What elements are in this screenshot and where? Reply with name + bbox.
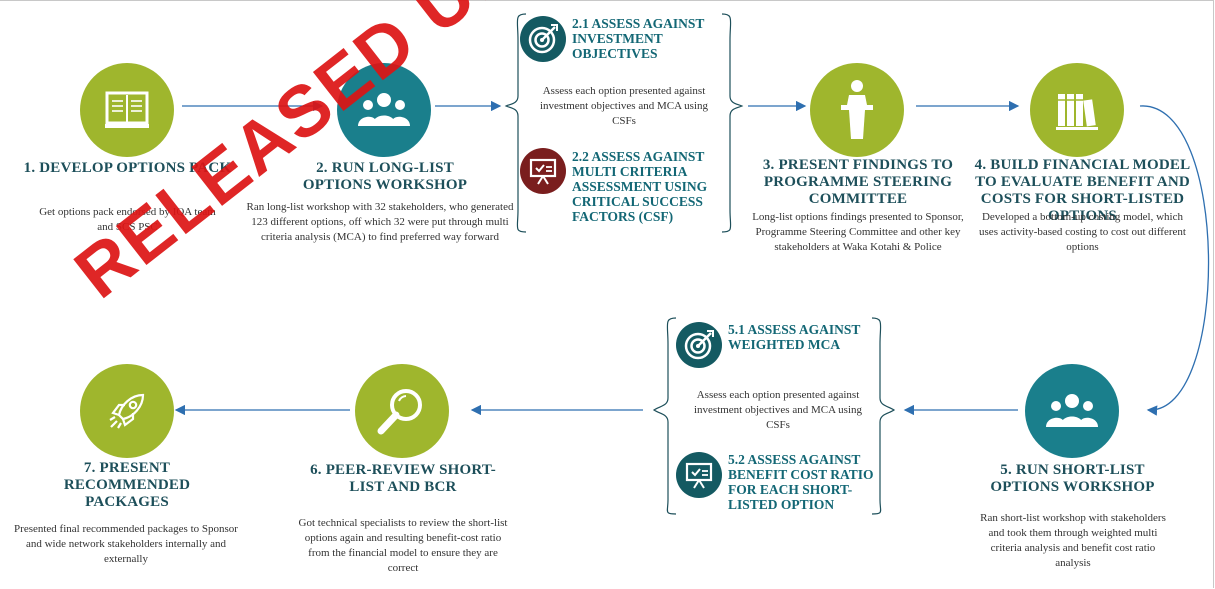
top-sub1-title: 2.1 ASSESS AGAINST INVESTMENT OBJECTIVES: [572, 16, 705, 61]
top-target-circle: [520, 16, 566, 62]
rocket-icon: [109, 393, 145, 429]
target-icon: [684, 330, 714, 360]
step-3-circle: [810, 63, 904, 157]
brace-bottom-right: [871, 317, 896, 515]
top-presentation-circle: [520, 148, 566, 194]
presentation-icon: [529, 158, 557, 185]
step-4-circle: [1030, 63, 1124, 157]
step-7-desc: Presented final recommended packages to …: [14, 523, 238, 565]
step-5-desc: Ran short-list workshop with stakeholder…: [980, 512, 1166, 569]
bottom-sub2-title: 5.2 ASSESS AGAINST BENEFIT COST RATIO FO…: [728, 452, 874, 512]
step-1-circle: [80, 63, 174, 157]
presentation-icon: [685, 462, 713, 489]
books-icon: [1056, 94, 1098, 130]
step-1-desc: Get options pack endorsed by IQA team an…: [39, 206, 216, 233]
step-3-title: 3. PRESENT FINDINGS TO PROGRAMME STEERIN…: [762, 157, 954, 207]
step-2-desc: Ran long-list workshop with 32 stakehold…: [246, 201, 514, 243]
magnifier-icon: [377, 389, 422, 435]
brace-bottom-left: [652, 317, 677, 515]
bottom-group-desc: Assess each option presented against inv…: [693, 389, 863, 431]
step-7-title: 7. PRESENT RECOMMENDED PACKAGES: [63, 460, 191, 510]
people-icon: [358, 93, 410, 126]
step-5-title: 5. RUN SHORT-LIST OPTIONS WORKSHOP: [990, 462, 1155, 495]
top-group-desc: Assess each option presented against inv…: [539, 85, 709, 127]
step-6-circle: [355, 364, 449, 458]
arrow-4-5: [1139, 105, 1210, 416]
bottom-target-circle: [676, 322, 722, 368]
step-6-title: 6. PEER-REVIEW SHORT-LIST AND BCR: [310, 462, 496, 495]
step-4-desc: Developed a bottom-up costing model, whi…: [979, 211, 1186, 253]
step-1-title: 1. DEVELOP OPTIONS PACK: [23, 160, 232, 176]
step-5-circle: [1025, 364, 1119, 458]
step-6-desc: Got technical specialists to review the …: [298, 517, 508, 574]
people-icon: [1046, 394, 1098, 427]
step-3-desc: Long-list options findings presented to …: [752, 211, 964, 253]
step-4-title: 4. BUILD FINANCIAL MODEL TO EVALUATE BEN…: [974, 157, 1191, 224]
bottom-sub1-title: 5.1 ASSESS AGAINST WEIGHTED MCA: [728, 322, 861, 352]
book-icon: [105, 91, 149, 128]
top-sub2-title: 2.2 ASSESS AGAINST MULTI CRITERIA ASSESS…: [572, 149, 708, 224]
step-2-circle: [337, 63, 431, 157]
step-7-circle: [80, 364, 174, 458]
target-icon: [528, 24, 558, 54]
brace-top-right: [721, 13, 744, 233]
brace-top-left: [504, 13, 527, 233]
bottom-presentation-circle: [676, 452, 722, 498]
podium-icon: [841, 80, 873, 139]
step-2-title: 2. RUN LONG-LIST OPTIONS WORKSHOP: [302, 160, 468, 193]
